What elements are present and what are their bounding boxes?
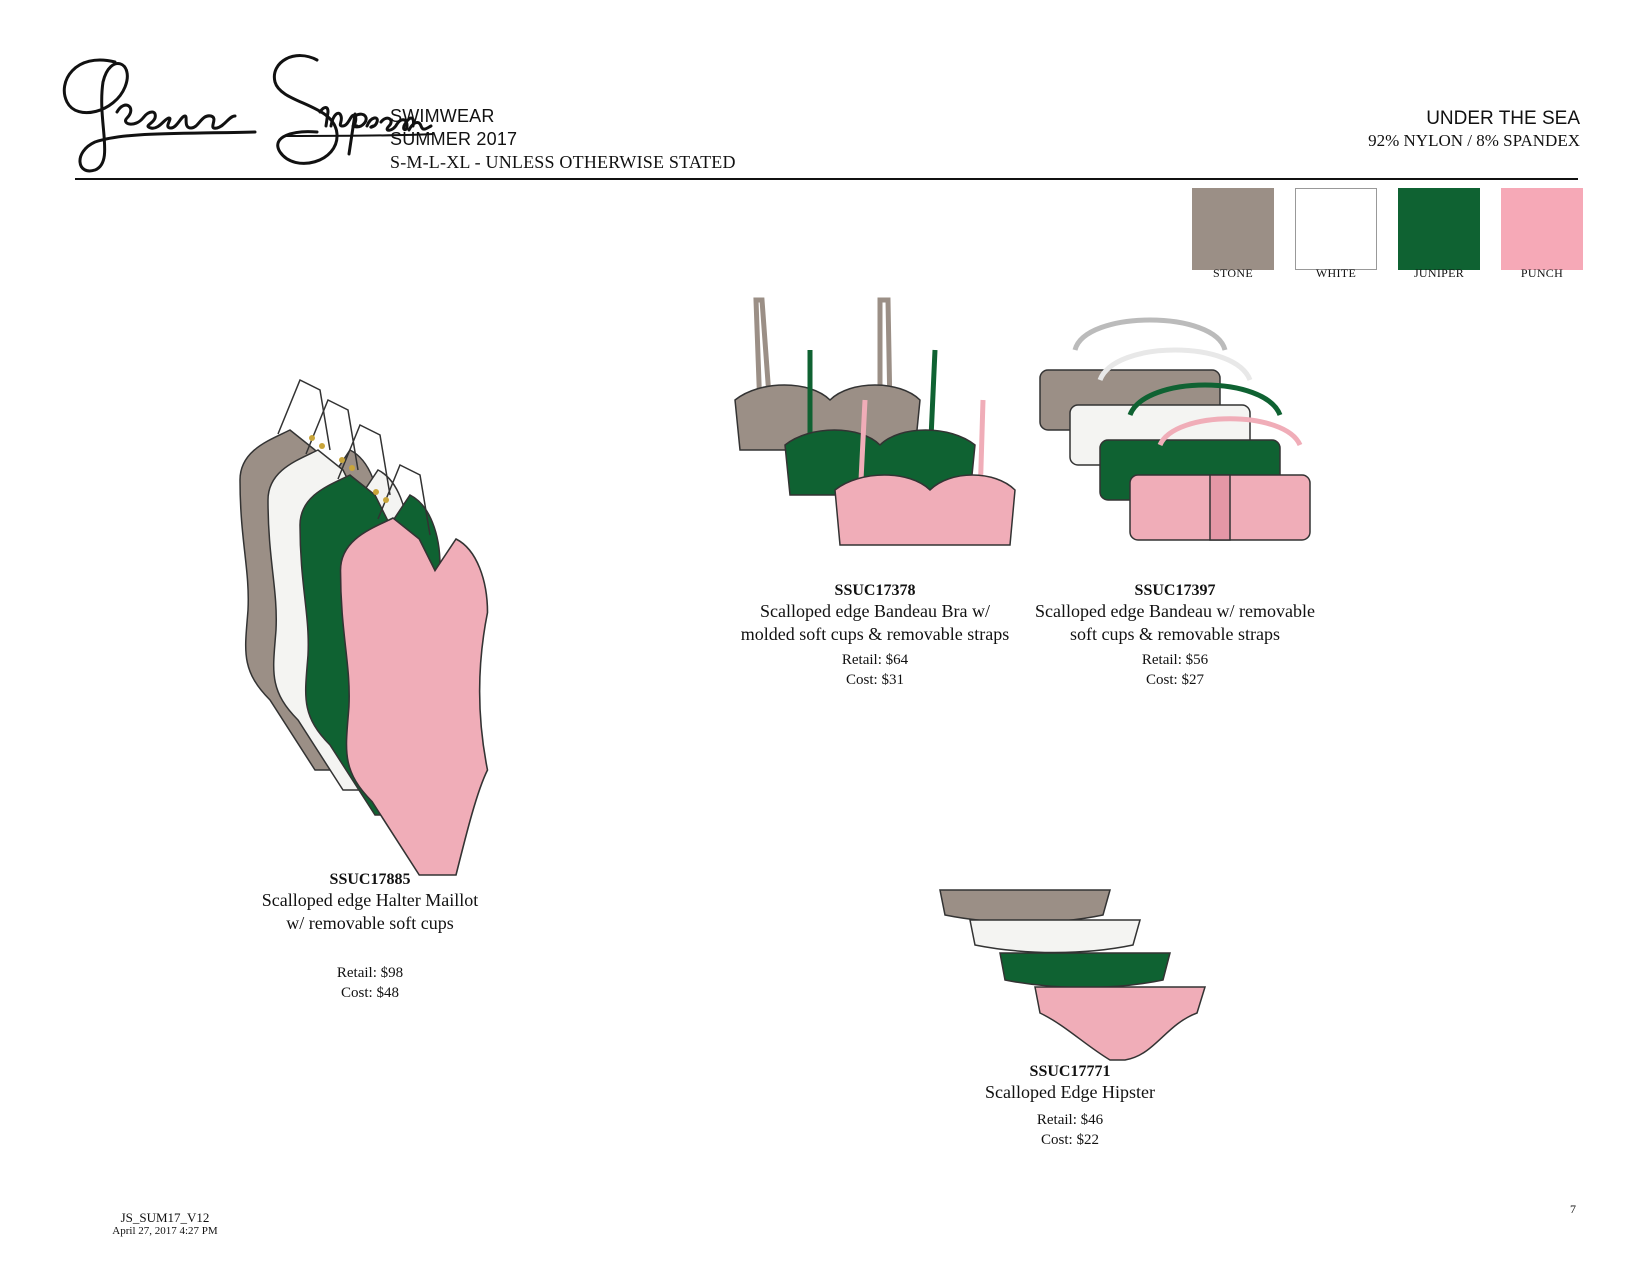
product-bandeau: SSUC17397 Scalloped edge Bandeau w/ remo…: [1025, 582, 1325, 690]
swatch-label-punch: PUNCH: [1520, 266, 1564, 280]
product-hipster: SSUC17771 Scalloped Edge Hipster Retail:…: [920, 1063, 1220, 1150]
season-label: SUMMER 2017: [390, 129, 518, 149]
swatch-label-juniper: JUNIPER: [1413, 266, 1465, 280]
hipster-desc-line1: Scalloped Edge Hipster: [985, 1082, 1155, 1102]
bra-retail: Retail: $64: [841, 652, 909, 668]
product-maillot: SSUC17885 Scalloped edge Halter Maillot …: [220, 871, 520, 1003]
bandeau-desc-line2: soft cups & removable straps: [1070, 624, 1280, 644]
bra-desc-line2: molded soft cups & removable straps: [740, 624, 1010, 644]
hipster-illustration: [939, 889, 1207, 1061]
hipster-sku: SSUC17771: [1029, 1063, 1111, 1080]
bra-illustration: [734, 297, 1016, 546]
bandeau-illustration: [1039, 317, 1311, 541]
swatch-stone: [1192, 188, 1274, 270]
document-date: April 27, 2017 4:27 PM: [112, 1225, 218, 1237]
bandeau-retail: Retail: $56: [1141, 652, 1209, 668]
sizes-label: S-M-L-XL - UNLESS OTHERWISE STATED: [390, 152, 736, 172]
brand-logo: [62, 54, 434, 173]
document-code: JS_SUM17_V12: [120, 1210, 210, 1225]
swatch-juniper: [1398, 188, 1480, 270]
swatch-label-stone: STONE: [1213, 266, 1253, 280]
bandeau-sku: SSUC17397: [1134, 582, 1216, 599]
maillot-retail: Retail: $98: [336, 965, 404, 981]
header-divider: [75, 178, 1578, 180]
hipster-cost: Cost: $22: [1041, 1132, 1099, 1148]
swatch-white: [1295, 188, 1377, 270]
swatch-punch: [1501, 188, 1583, 270]
product-bra: SSUC17378 Scalloped edge Bandeau Bra w/ …: [720, 582, 1030, 690]
bra-cost: Cost: $31: [846, 672, 904, 688]
maillot-sku: SSUC17885: [329, 871, 411, 888]
bra-desc-line1: Scalloped edge Bandeau Bra w/: [760, 601, 990, 621]
fabric-content: 92% NYLON / 8% SPANDEX: [1368, 131, 1580, 150]
collection-name: UNDER THE SEA: [1426, 108, 1580, 129]
maillot-desc-line1: Scalloped edge Halter Maillot: [261, 890, 479, 910]
maillot-cost: Cost: $48: [341, 985, 399, 1001]
maillot-desc-line2: w/ removable soft cups: [286, 913, 454, 933]
category-label: SWIMWEAR: [390, 106, 495, 126]
swatch-label-white: WHITE: [1315, 266, 1357, 280]
bandeau-desc-line1: Scalloped edge Bandeau w/ removable: [1035, 601, 1315, 621]
maillot-illustration: [239, 378, 489, 876]
hipster-retail: Retail: $46: [1036, 1112, 1104, 1128]
bra-sku: SSUC17378: [834, 582, 916, 599]
page-number: 7: [1570, 1202, 1576, 1216]
bandeau-cost: Cost: $27: [1146, 672, 1204, 688]
